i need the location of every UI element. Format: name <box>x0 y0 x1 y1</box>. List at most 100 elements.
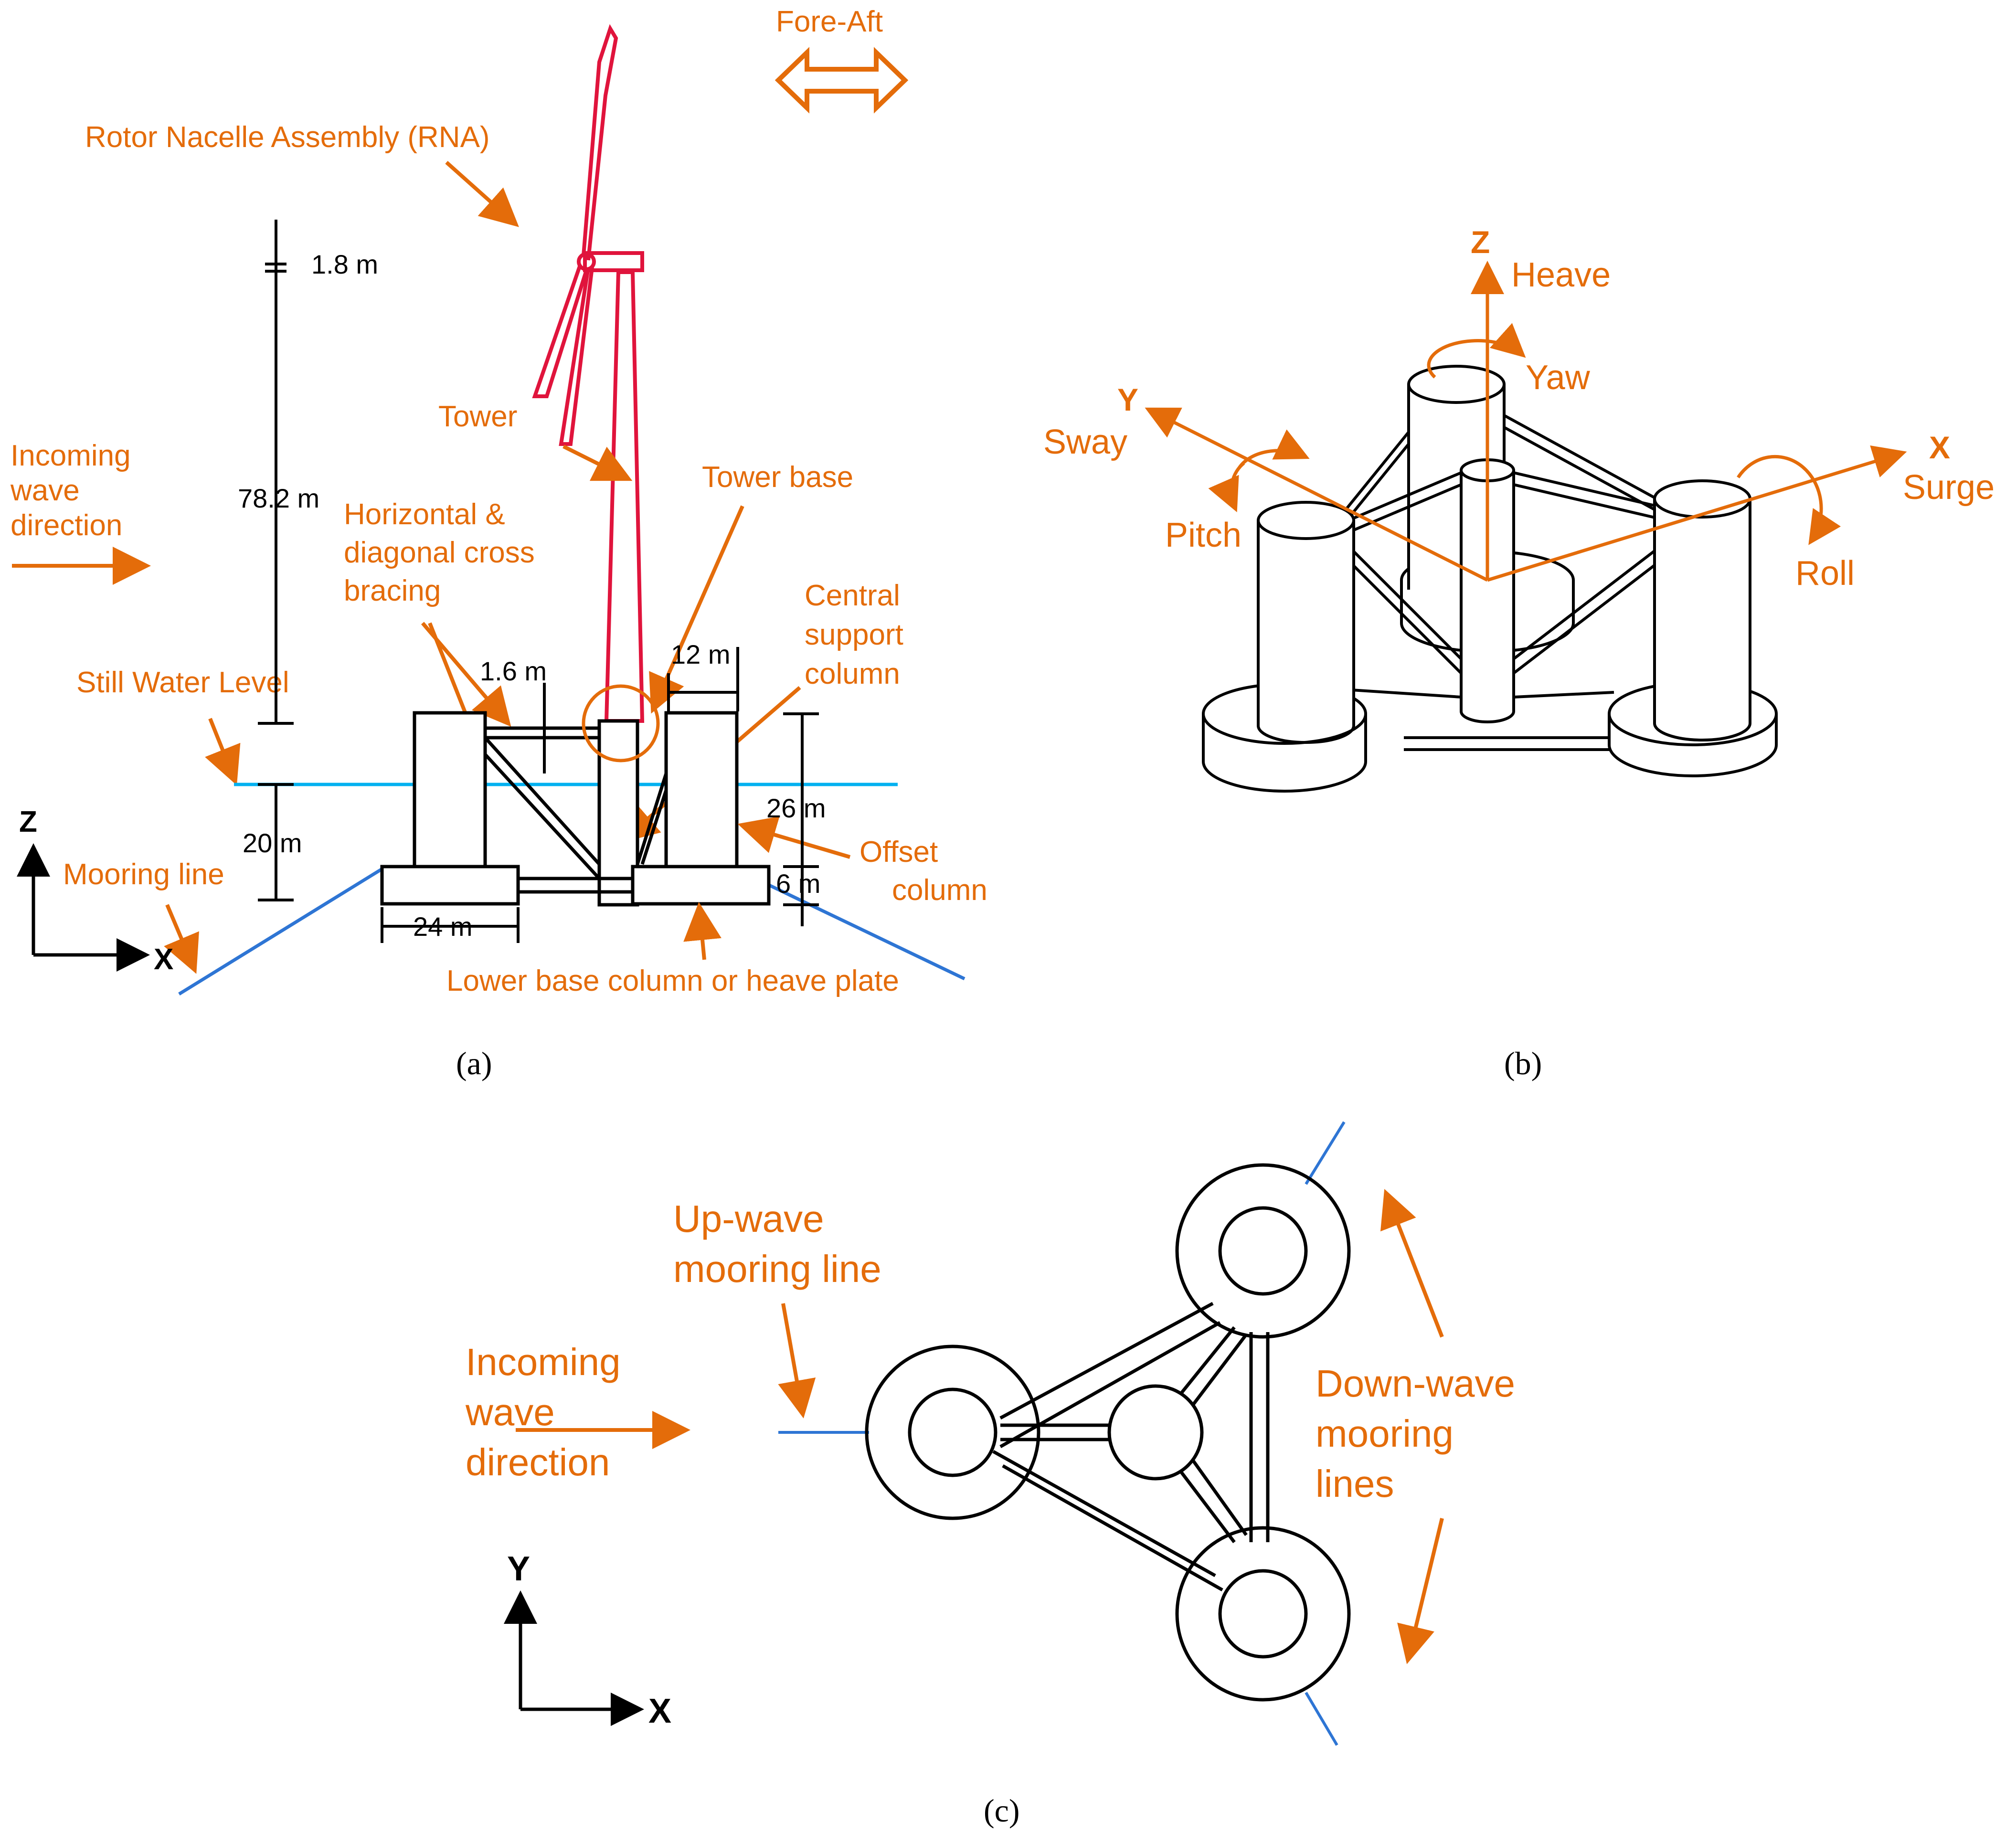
fore-aft-arrow <box>775 47 909 114</box>
iso-brace-12 <box>1513 562 1658 675</box>
left-column-top <box>1257 501 1355 540</box>
rc-bottom <box>1653 723 1751 741</box>
dim-label-26: 26 m <box>766 793 826 823</box>
axis-b-x <box>1486 445 1907 582</box>
downwave-arrow-down <box>1397 1518 1444 1664</box>
tower-base-circle <box>582 684 660 762</box>
caption-c: (c) <box>984 1792 1019 1829</box>
upwave-label-1: Up-wave <box>673 1197 824 1240</box>
central-column-label-2: support <box>805 618 903 651</box>
bottom-inner-column <box>1218 1569 1308 1659</box>
top-inner-column <box>1218 1206 1308 1296</box>
axis-c-y-label: Y <box>507 1550 530 1588</box>
dim-label-6: 6 m <box>776 868 820 899</box>
iso-brace-10 <box>1345 557 1463 675</box>
center-column-top-view <box>1107 1384 1204 1481</box>
mooring-line-right <box>734 867 966 981</box>
iso-brace-14 <box>1513 691 1614 699</box>
brace-diag-4 <box>640 789 668 865</box>
panel-a: Fore-Aft Rotor Nacelle Assembly (RNA) To… <box>10 5 987 1081</box>
central-column-label-3: column <box>805 657 900 690</box>
offset-column-left <box>413 711 487 870</box>
downwave-label-3: lines <box>1316 1462 1394 1505</box>
tv-brace-5b <box>1185 1333 1248 1415</box>
platform-side-view <box>380 711 771 907</box>
upwave-arrow <box>778 1303 816 1419</box>
axis-a-z-label: Z <box>19 805 37 838</box>
yaw-label: Yaw <box>1526 359 1591 397</box>
still-water-arrow <box>205 718 241 785</box>
yaw-arrow <box>1427 323 1526 379</box>
pitch-arrow <box>1208 462 1245 512</box>
axis-b-z-label: Z <box>1471 224 1490 260</box>
iso-brace-7 <box>1336 431 1410 521</box>
panel-b: Z Heave Yaw Y Sway Pitch X Surge Roll (b… <box>1043 224 1995 1081</box>
dim-label-1-6: 1.6 m <box>480 656 547 686</box>
tv-brace-1a <box>999 1302 1214 1420</box>
right-column-body <box>1655 499 1750 723</box>
iso-brace-4 <box>1513 483 1657 519</box>
downwave-label-1: Down-wave <box>1316 1362 1515 1405</box>
heave-plate-right <box>631 865 771 906</box>
top-outer-ring <box>1175 1163 1351 1339</box>
heave-plate-left <box>380 865 520 906</box>
bracing-label-3: bracing <box>344 574 441 607</box>
dim-label-12: 12 m <box>671 639 731 669</box>
iso-brace-6 <box>1503 426 1658 512</box>
lc-bottom <box>1257 725 1355 744</box>
incoming-c-label-2: wave <box>465 1391 555 1433</box>
iso-brace-3 <box>1513 471 1657 508</box>
offset-column-label-1: Offset <box>859 836 938 868</box>
back-column-top <box>1407 365 1506 404</box>
sway-arrow <box>1238 429 1310 469</box>
incoming-wave-label-1: Incoming <box>11 439 131 472</box>
dim-label-1-8: 1.8 m <box>311 249 378 279</box>
platform-top-view <box>865 1163 1351 1702</box>
upwave-label-2: mooring line <box>673 1248 881 1290</box>
brace-diag-3 <box>636 773 668 865</box>
cc-bottom <box>1460 711 1515 723</box>
tv-brace-6a <box>1173 1462 1236 1544</box>
roll-label: Roll <box>1795 554 1855 593</box>
tower-shape <box>604 270 645 723</box>
incoming-c-label-3: direction <box>466 1441 610 1483</box>
offset-column-label-2: column <box>892 874 987 907</box>
brace-diag-2 <box>484 753 601 880</box>
dim-label-24: 24 m <box>413 911 473 942</box>
roll-arrow <box>1737 455 1841 545</box>
blade-up <box>582 24 618 261</box>
turbine <box>532 24 645 723</box>
heave-label: Heave <box>1511 256 1611 294</box>
fore-aft-label: Fore-Aft <box>776 5 883 38</box>
incoming-wave-label-3: direction <box>11 509 122 542</box>
incoming-wave-label-2: wave <box>10 474 80 507</box>
iso-brace-2 <box>1336 483 1462 539</box>
offset-column-arrow <box>737 816 851 859</box>
tv-brace-6b <box>1185 1450 1248 1536</box>
iso-brace-5 <box>1503 414 1658 500</box>
dim-label-78-2: 78.2 m <box>238 483 319 513</box>
tower-label: Tower <box>438 400 517 433</box>
caption-b: (b) <box>1504 1045 1542 1081</box>
iso-brace-11 <box>1513 548 1658 660</box>
downwave-mooring-top <box>1305 1121 1346 1185</box>
tv-brace-2b <box>1002 1464 1223 1592</box>
offset-column-right <box>664 711 739 870</box>
dimension-lines <box>258 220 819 943</box>
iso-brace-13 <box>1351 688 1462 699</box>
downwave-arrow-up <box>1380 1189 1444 1338</box>
still-water-level-label: Still Water Level <box>76 666 289 699</box>
lower-base-label: Lower base column or heave plate <box>446 964 899 997</box>
mooring-line-arrow <box>164 904 199 974</box>
bracing-label-1: Horizontal & <box>344 498 505 531</box>
sway-label: Sway <box>1043 423 1127 461</box>
axis-b-x-label: X <box>1929 430 1950 465</box>
pitch-label: Pitch <box>1165 516 1241 554</box>
caption-a: (a) <box>456 1045 492 1081</box>
downwave-label-2: mooring <box>1316 1412 1454 1455</box>
rna-label: Rotor Nacelle Assembly (RNA) <box>85 121 490 154</box>
axis-b-y-label: Y <box>1117 382 1138 417</box>
surge-label: Surge <box>1903 468 1995 507</box>
lower-base-arrow <box>683 902 722 960</box>
